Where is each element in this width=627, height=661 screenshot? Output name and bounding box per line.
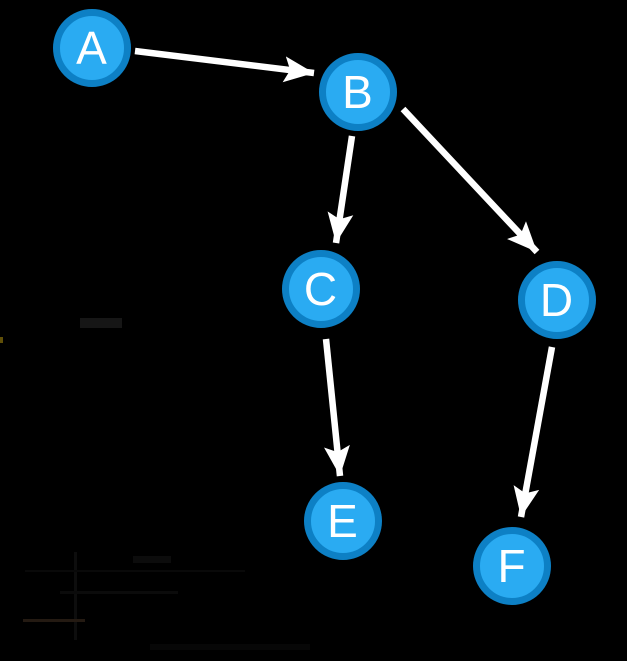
ghost-artifact [25,570,245,572]
node-circle[interactable] [53,9,131,87]
ghost-artifact [60,591,178,594]
edge-D-F [513,346,556,518]
ghost-artifact [0,337,3,343]
node-D[interactable]: D [518,261,596,339]
ghost-artifact [150,644,310,650]
node-circle[interactable] [319,53,397,131]
node-F[interactable]: F [473,527,551,605]
ghost-artifact [74,552,77,640]
node-circle[interactable] [473,527,551,605]
edge-C-E [322,338,350,477]
edges-layer [134,47,556,518]
node-C[interactable]: C [282,250,360,328]
ghost-artifact [80,318,122,328]
ghost-artifact [23,619,85,622]
background-artifacts [0,318,310,650]
node-A[interactable]: A [53,9,131,87]
edge-B-D [400,106,540,255]
node-E[interactable]: E [304,482,382,560]
edge-B-C [327,135,356,244]
node-circle[interactable] [282,250,360,328]
edge-A-B [134,47,315,83]
nodes-layer: A B C D E F [53,9,596,605]
ghost-artifact [133,556,171,563]
node-circle[interactable] [518,261,596,339]
node-B[interactable]: B [319,53,397,131]
node-circle[interactable] [304,482,382,560]
